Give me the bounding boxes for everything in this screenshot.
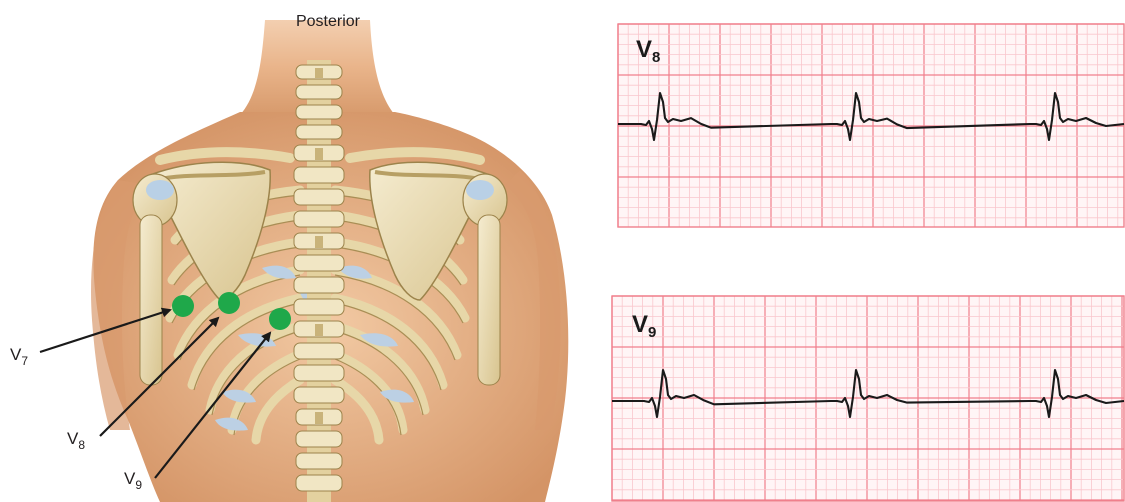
electrode-v9 [269, 308, 291, 330]
ecg-strip-v8: V8 [618, 24, 1124, 227]
humerus-shaft-right [478, 215, 500, 385]
label-v8: V8 [67, 429, 85, 452]
anatomy-illustration [91, 20, 568, 502]
shoulder-cartilage-left [146, 180, 174, 200]
vertebral-column [294, 60, 344, 502]
ecg-strip-v9: V9 [612, 296, 1124, 501]
electrode-v7 [172, 295, 194, 317]
humerus-shaft-left [140, 215, 162, 385]
shoulder-cartilage-right [466, 180, 494, 200]
label-v9: V9 [124, 469, 142, 492]
view-label: Posterior [296, 13, 361, 30]
electrode-v8 [218, 292, 240, 314]
label-v7: V7 [10, 345, 28, 368]
